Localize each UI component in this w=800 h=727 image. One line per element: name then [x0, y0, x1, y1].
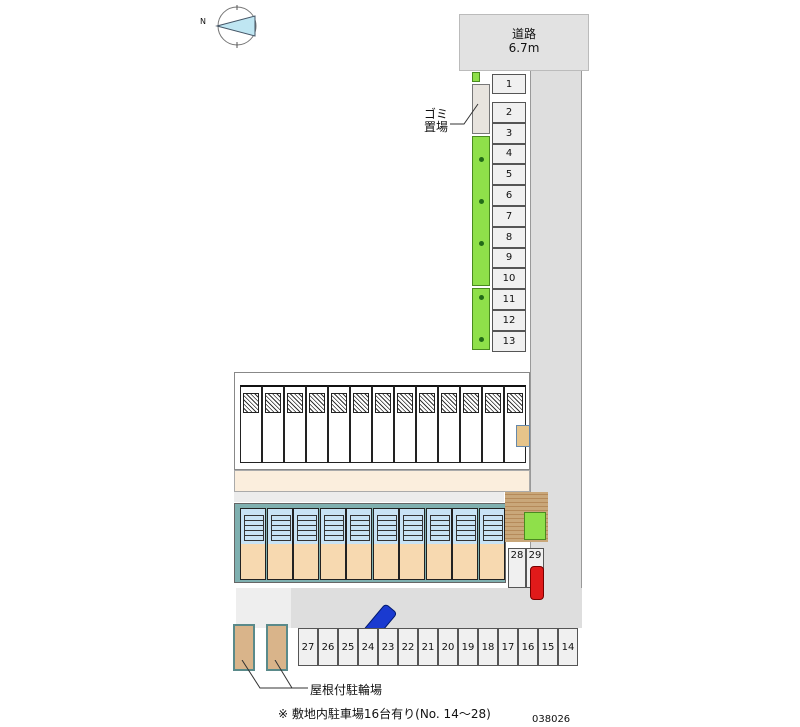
parking-space-20: 20: [438, 628, 458, 666]
yard: [236, 588, 291, 628]
apartment-unit: [452, 508, 478, 580]
leader-line: [241, 660, 308, 689]
apartment-unit: [504, 385, 526, 463]
parking-space-16: 16: [518, 628, 538, 666]
parking-space-6: 6: [492, 185, 526, 206]
parking-space-2: 2: [492, 102, 526, 123]
apartment-unit: [319, 508, 346, 580]
apartment-unit: [416, 385, 438, 463]
apartment-unit: [284, 385, 306, 463]
green-strip: [472, 288, 490, 350]
parking-space-3: 3: [492, 122, 526, 144]
road-width: 6.7m: [508, 41, 540, 55]
parking-space-13: 13: [492, 330, 526, 352]
compass-north-label: N: [200, 17, 206, 26]
parking-space-25: 25: [338, 628, 358, 666]
parking-space-23: 23: [378, 628, 398, 666]
apartment-unit: [482, 385, 504, 463]
parking-space-9: 9: [492, 247, 526, 269]
apartment-unit: [438, 385, 460, 463]
planting: [472, 72, 480, 82]
apartment-unit: [399, 508, 425, 580]
parking-space-18: 18: [478, 628, 498, 666]
parking-space-10: 10: [492, 268, 526, 290]
parking-space-11: 11: [492, 289, 526, 310]
path: [234, 492, 504, 502]
parking-space-5: 5: [492, 164, 526, 186]
green-strip: [472, 136, 490, 286]
driveway-bottom: [236, 588, 582, 628]
map-id: 038026: [532, 714, 571, 725]
garden: [524, 512, 546, 540]
parking-space-14: 14: [558, 628, 578, 666]
parking-space-24: 24: [358, 628, 378, 666]
apartment-unit: [394, 385, 416, 463]
parking-space-4: 4: [492, 143, 526, 165]
parking-space-8: 8: [492, 226, 526, 248]
bike-rack: [516, 425, 530, 447]
road-label: 道路: [511, 27, 536, 41]
parking-space-7: 7: [492, 206, 526, 227]
red-car-icon: [530, 566, 544, 600]
apartment-unit: [425, 508, 452, 580]
apartment-unit: [240, 385, 262, 463]
apartment-unit: [328, 385, 350, 463]
apartment-unit: [240, 508, 266, 580]
apartment-unit: [460, 385, 482, 463]
road: 道路 6.7m: [459, 14, 589, 71]
bicycle-parking: [233, 624, 255, 671]
apartment-unit: [372, 385, 394, 463]
parking-space-12: 12: [492, 310, 526, 331]
parking-space-15: 15: [538, 628, 558, 666]
parking-space-27: 27: [298, 628, 318, 666]
leader-line: [450, 103, 479, 125]
apartment-unit: [306, 385, 328, 463]
garbage-area: [472, 84, 490, 134]
apartment-unit: [346, 508, 372, 580]
apartment-unit: [262, 385, 284, 463]
apartment-unit: [350, 385, 372, 463]
parking-space-22: 22: [398, 628, 418, 666]
apartment-unit: [478, 508, 505, 580]
parking-space-26: 26: [318, 628, 338, 666]
parking-note: ※ 敷地内駐車場16台有り(No. 14～28): [278, 707, 491, 721]
apartment-unit: [293, 508, 319, 580]
compass-icon: [215, 5, 257, 48]
parking-space-28: 28: [508, 548, 526, 588]
bicycle-label: 屋根付駐輪場: [310, 683, 383, 697]
apartment-unit: [266, 508, 293, 580]
parking-space-21: 21: [418, 628, 438, 666]
parking-space-19: 19: [458, 628, 478, 666]
garbage-label: ゴミ置場: [424, 107, 449, 134]
parking-space-17: 17: [498, 628, 518, 666]
walkway: [234, 470, 530, 492]
apartment-unit: [372, 508, 399, 580]
parking-space-1: 1: [492, 74, 526, 94]
bicycle-parking: [266, 624, 288, 671]
